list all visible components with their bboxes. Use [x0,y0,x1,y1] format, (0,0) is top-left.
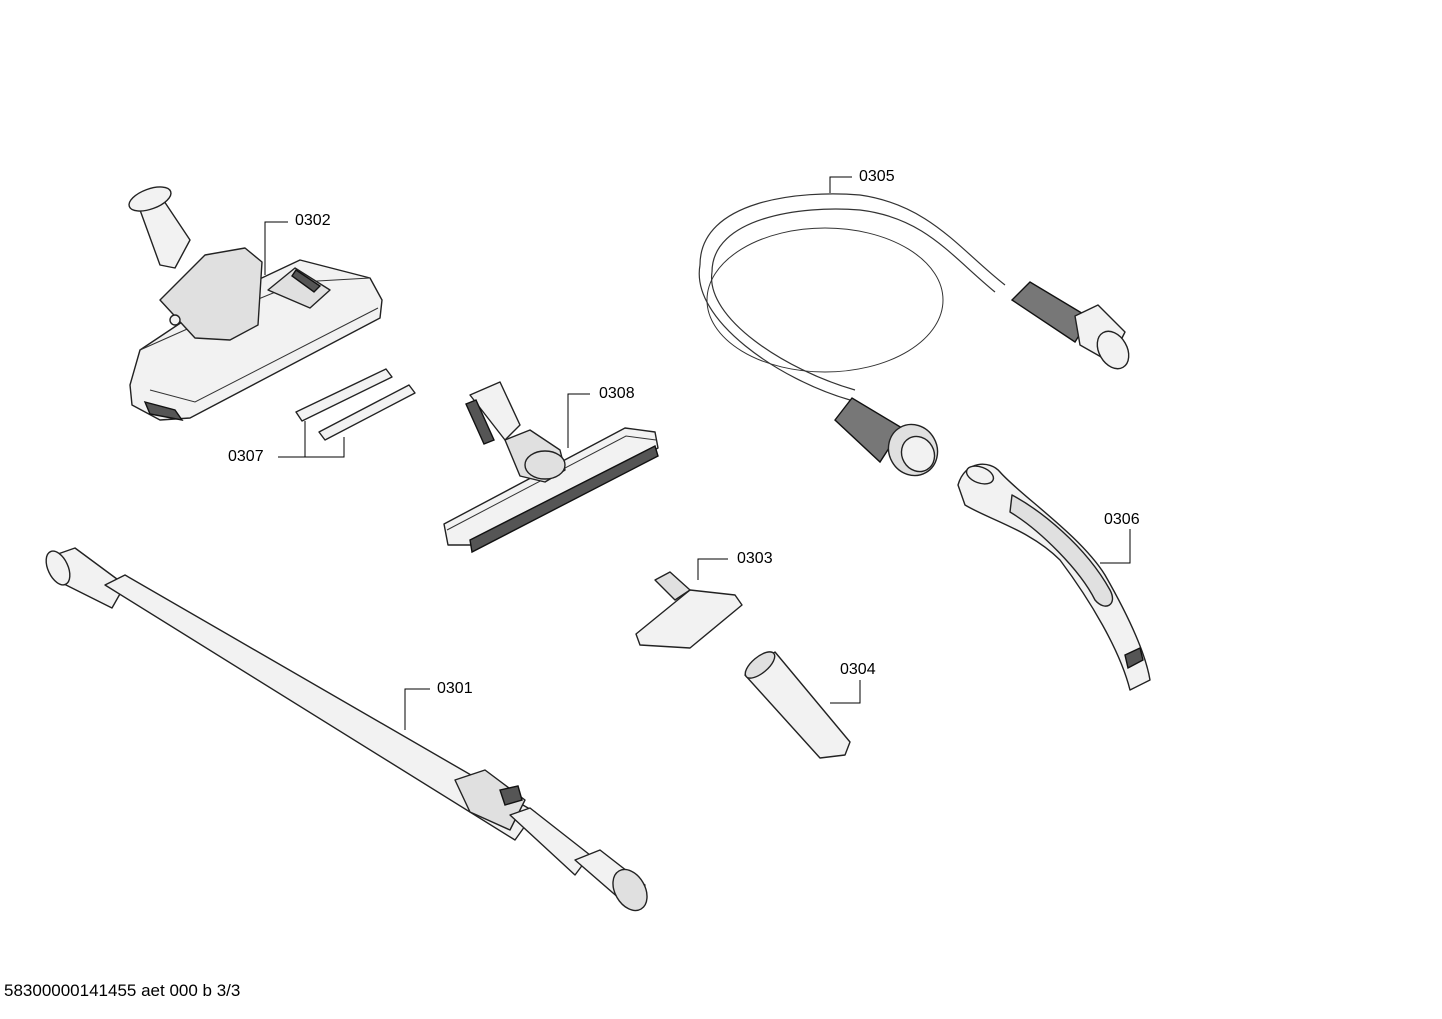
leader-0307b [305,437,345,458]
floor-nozzle-0302 [128,186,383,422]
part-label-0302: 0302 [295,212,331,229]
part-label-0307: 0307 [228,448,264,465]
part-label-0304: 0304 [840,661,876,678]
parquet-nozzle-0308 [443,381,659,554]
leader-0302 [264,221,288,275]
part-label-0308: 0308 [599,385,635,402]
hose-handle-0306 [957,463,1151,691]
suction-hose-0305 [698,193,1130,477]
part-label-0305: 0305 [859,168,895,185]
part-label-0303: 0303 [737,550,773,567]
leader-0303 [697,558,728,580]
leader-0308 [567,393,590,448]
telescopic-tube-0301 [45,547,648,912]
upholstery-nozzle-0303 [635,571,743,649]
document-id-footer: 58300000141455 aet 000 b 3/3 [4,981,241,1000]
brush-strips-0307 [295,368,416,441]
leader-lines [264,176,1131,730]
leader-0301 [404,688,430,730]
leader-0307a [278,421,306,458]
part-label-0301: 0301 [437,680,473,697]
leader-0304 [830,680,861,704]
leader-0306 [1100,529,1131,564]
leader-0305 [829,176,852,193]
crevice-nozzle-0304 [744,651,851,759]
part-label-0306: 0306 [1104,511,1140,528]
